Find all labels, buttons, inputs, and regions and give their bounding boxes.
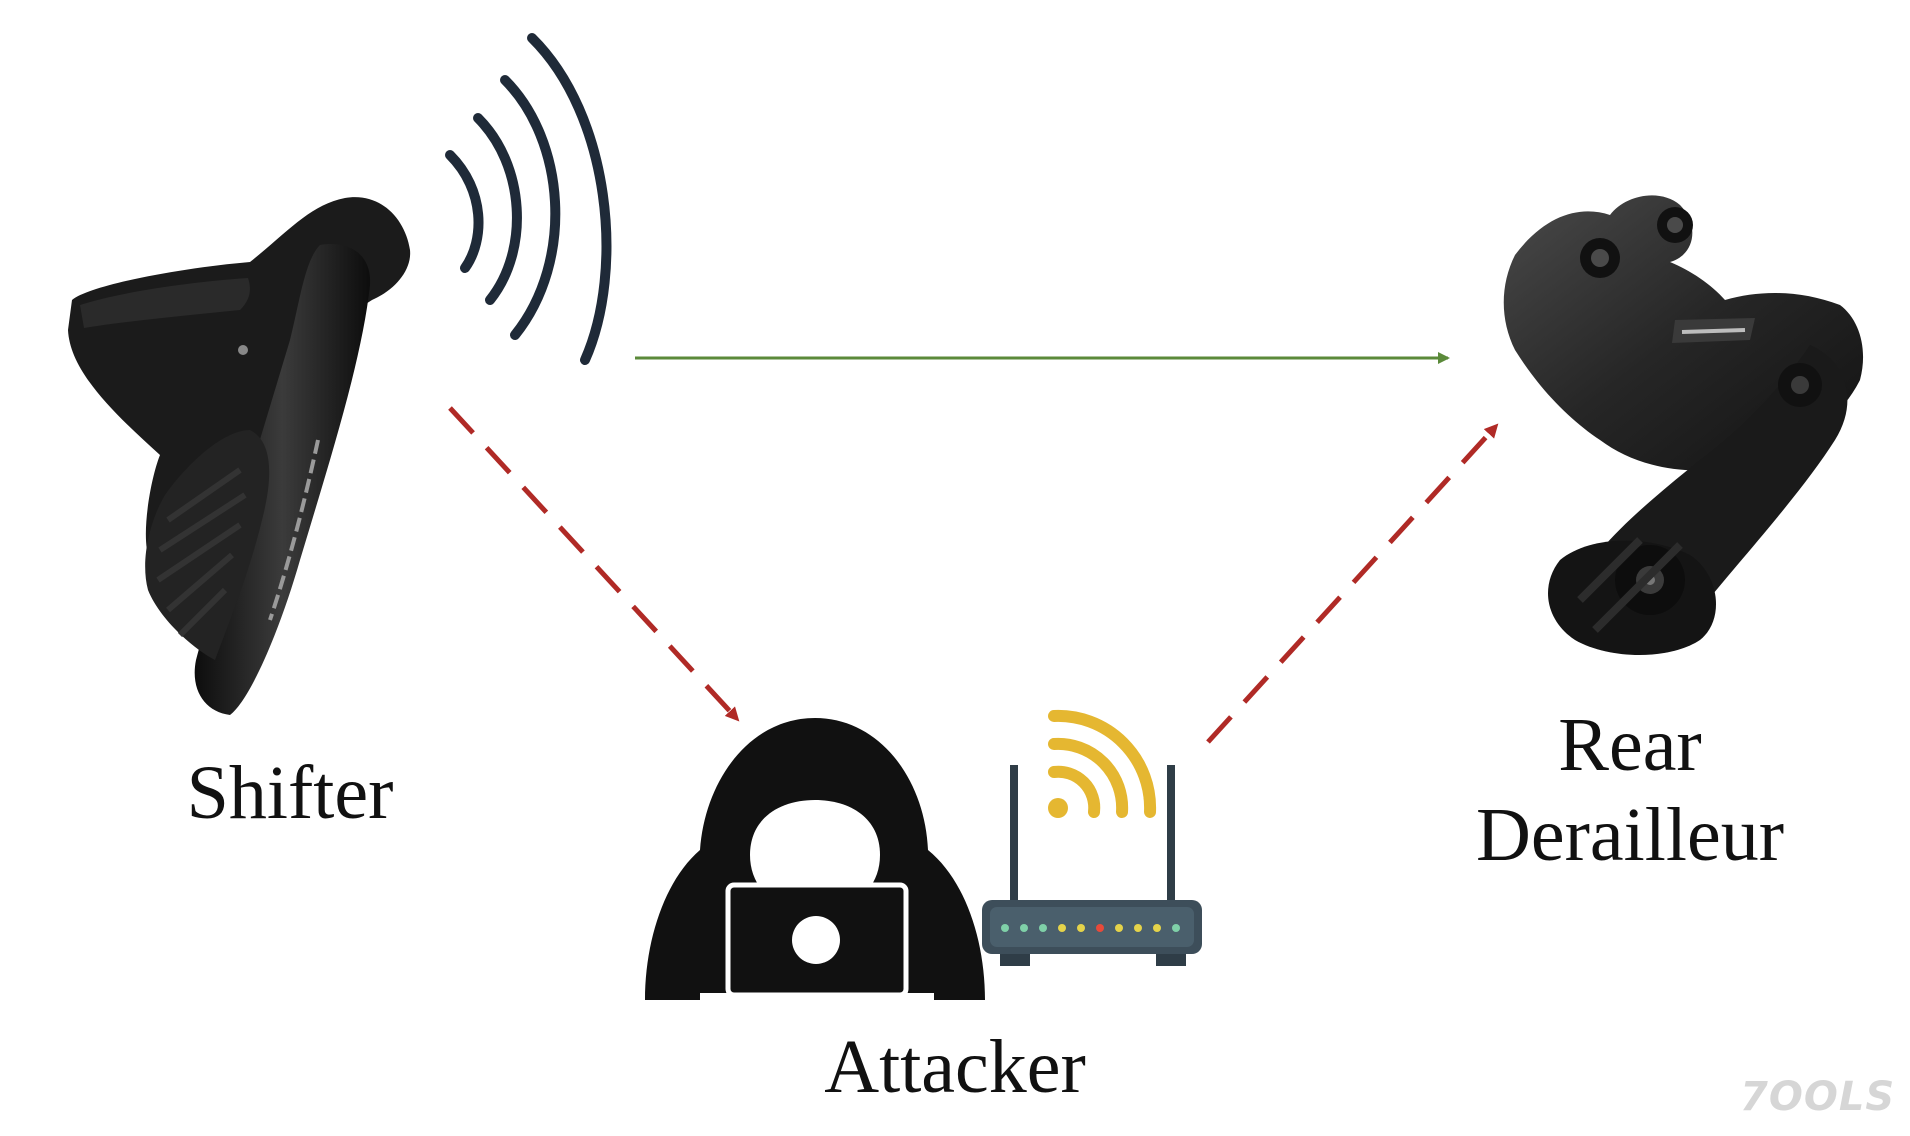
shifter-label: Shifter xyxy=(186,751,394,835)
rear-derailleur-label: Rear Derailleur xyxy=(1440,700,1820,880)
wifi-router-icon xyxy=(982,709,1202,966)
intercept-arrow xyxy=(448,406,740,722)
watermark-logo: 7OOLS xyxy=(1740,1074,1896,1120)
rear-derailleur-icon xyxy=(1503,195,1864,655)
hooded-hacker-icon xyxy=(645,718,985,1002)
rear-derailleur-label-line2: Derailleur xyxy=(1475,793,1785,877)
attacker-label: Attacker xyxy=(824,1025,1086,1109)
rear-derailleur-label-line1: Rear xyxy=(1558,703,1702,787)
inject-arrow xyxy=(1206,423,1499,744)
shifter-lever-icon xyxy=(68,197,411,716)
wireless-signal-icon xyxy=(445,33,612,365)
router-led-lights xyxy=(1001,924,1180,932)
